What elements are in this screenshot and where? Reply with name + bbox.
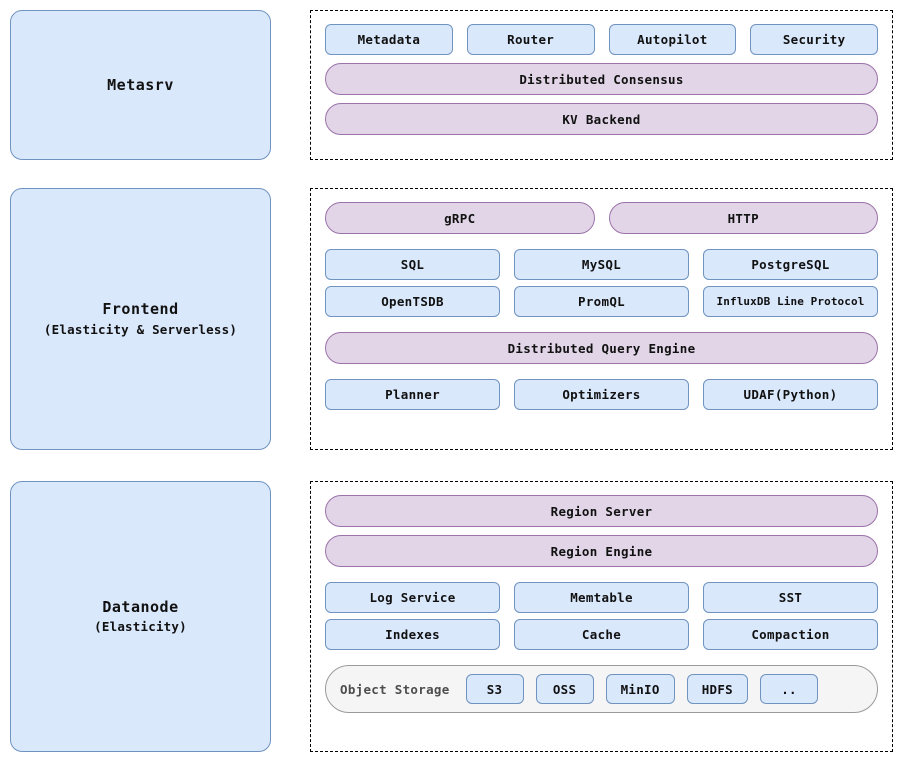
role-panel-frontend: Frontend (Elasticity & Serverless) (10, 188, 271, 450)
component-group-frontend: gRPC HTTP SQL MySQL PostgreSQL OpenTSDB … (310, 188, 893, 450)
role-panel-datanode: Datanode (Elasticity) (10, 481, 271, 752)
role-title-metasrv: Metasrv (107, 75, 174, 94)
component-region-server[interactable]: Region Server (325, 495, 878, 527)
role-panel-metasrv: Metasrv (10, 10, 271, 160)
component-planner[interactable]: Planner (325, 379, 500, 410)
component-udaf-python[interactable]: UDAF(Python) (703, 379, 878, 410)
component-group-metasrv: Metadata Router Autopilot Security Distr… (310, 10, 893, 160)
component-row: Metadata Router Autopilot Security (325, 24, 878, 55)
component-cache[interactable]: Cache (514, 619, 689, 650)
component-optimizers[interactable]: Optimizers (514, 379, 689, 410)
component-region-engine[interactable]: Region Engine (325, 535, 878, 567)
component-opentsdb[interactable]: OpenTSDB (325, 286, 500, 317)
component-influxdb-line-protocol[interactable]: InfluxDB Line Protocol (703, 286, 878, 317)
component-group-datanode: Region Server Region Engine Log Service … (310, 481, 893, 752)
component-mysql[interactable]: MySQL (514, 249, 689, 280)
role-title-datanode: Datanode (102, 597, 179, 616)
role-subtitle-frontend: (Elasticity & Serverless) (43, 321, 238, 337)
component-row: Distributed Consensus (325, 63, 878, 95)
storage-backend-more[interactable]: .. (760, 674, 819, 704)
component-security[interactable]: Security (750, 24, 878, 55)
component-compaction[interactable]: Compaction (703, 619, 878, 650)
component-promql[interactable]: PromQL (514, 286, 689, 317)
component-indexes[interactable]: Indexes (325, 619, 500, 650)
component-distributed-consensus[interactable]: Distributed Consensus (325, 63, 878, 95)
component-grpc[interactable]: gRPC (325, 202, 595, 234)
component-log-service[interactable]: Log Service (325, 582, 500, 613)
component-row: SQL MySQL PostgreSQL (325, 249, 878, 280)
component-kv-backend[interactable]: KV Backend (325, 103, 878, 135)
component-postgresql[interactable]: PostgreSQL (703, 249, 878, 280)
storage-backend-oss[interactable]: OSS (535, 674, 594, 704)
component-autopilot[interactable]: Autopilot (608, 24, 737, 55)
component-memtable[interactable]: Memtable (514, 582, 689, 613)
component-row: Log Service Memtable SST (325, 582, 878, 613)
component-distributed-query-engine[interactable]: Distributed Query Engine (325, 332, 878, 364)
component-row: Indexes Cache Compaction (325, 619, 878, 650)
component-http[interactable]: HTTP (608, 202, 878, 234)
component-row: Region Server (325, 495, 878, 527)
component-row: gRPC HTTP (325, 202, 878, 234)
component-row: Planner Optimizers UDAF(Python) (325, 379, 878, 410)
storage-backend-minio[interactable]: MinIO (605, 674, 675, 704)
component-sst[interactable]: SST (703, 582, 878, 613)
component-sql[interactable]: SQL (325, 249, 500, 280)
storage-backend-s3[interactable]: S3 (465, 674, 524, 704)
component-row: OpenTSDB PromQL InfluxDB Line Protocol (325, 286, 878, 317)
component-row: KV Backend (325, 103, 878, 135)
role-title-frontend: Frontend (102, 300, 179, 319)
role-subtitle-datanode: (Elasticity) (94, 619, 187, 635)
component-row: Distributed Query Engine (325, 332, 878, 364)
component-router[interactable]: Router (466, 24, 595, 55)
object-storage-label: Object Storage (340, 681, 450, 697)
object-storage-band: Object Storage S3 OSS MinIO HDFS .. (325, 665, 878, 713)
component-metadata[interactable]: Metadata (325, 24, 453, 55)
component-row: Region Engine (325, 535, 878, 567)
storage-backend-hdfs[interactable]: HDFS (686, 674, 749, 704)
